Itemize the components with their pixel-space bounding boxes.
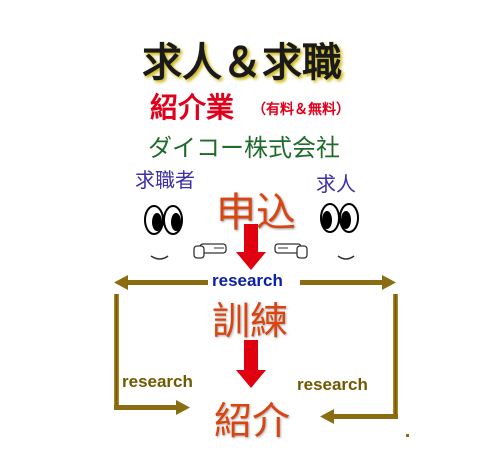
arrow-research-right	[300, 275, 396, 290]
step-apply: 申込	[216, 190, 296, 236]
company-name: ダイコー株式会社	[148, 134, 340, 162]
employer-label: 求人	[316, 172, 356, 196]
step-introduction: 紹介	[214, 399, 291, 443]
title: 求人＆求職	[142, 39, 342, 86]
research-label-left: research	[122, 372, 193, 391]
subtitle: 紹介業	[150, 91, 235, 124]
left-eyes-icon	[144, 205, 183, 260]
step-training: 訓練	[212, 299, 289, 343]
right-eyes-icon	[320, 203, 359, 260]
research-label-right: research	[297, 375, 368, 394]
left-loop-arrow	[114, 294, 190, 415]
research-label-top: research	[212, 271, 283, 290]
right-pointing-hand-icon	[274, 243, 308, 259]
arrow-training-to-introduction	[236, 340, 266, 388]
arrow-apply-to-training	[236, 224, 266, 270]
subtitle-note: （有料＆無料）	[252, 102, 350, 118]
decor-dot	[406, 434, 409, 437]
left-pointing-hand-icon	[193, 243, 227, 259]
job-seeker-label: 求職者	[135, 168, 195, 192]
arrow-research-left	[114, 275, 208, 290]
right-loop-arrow	[320, 294, 398, 424]
